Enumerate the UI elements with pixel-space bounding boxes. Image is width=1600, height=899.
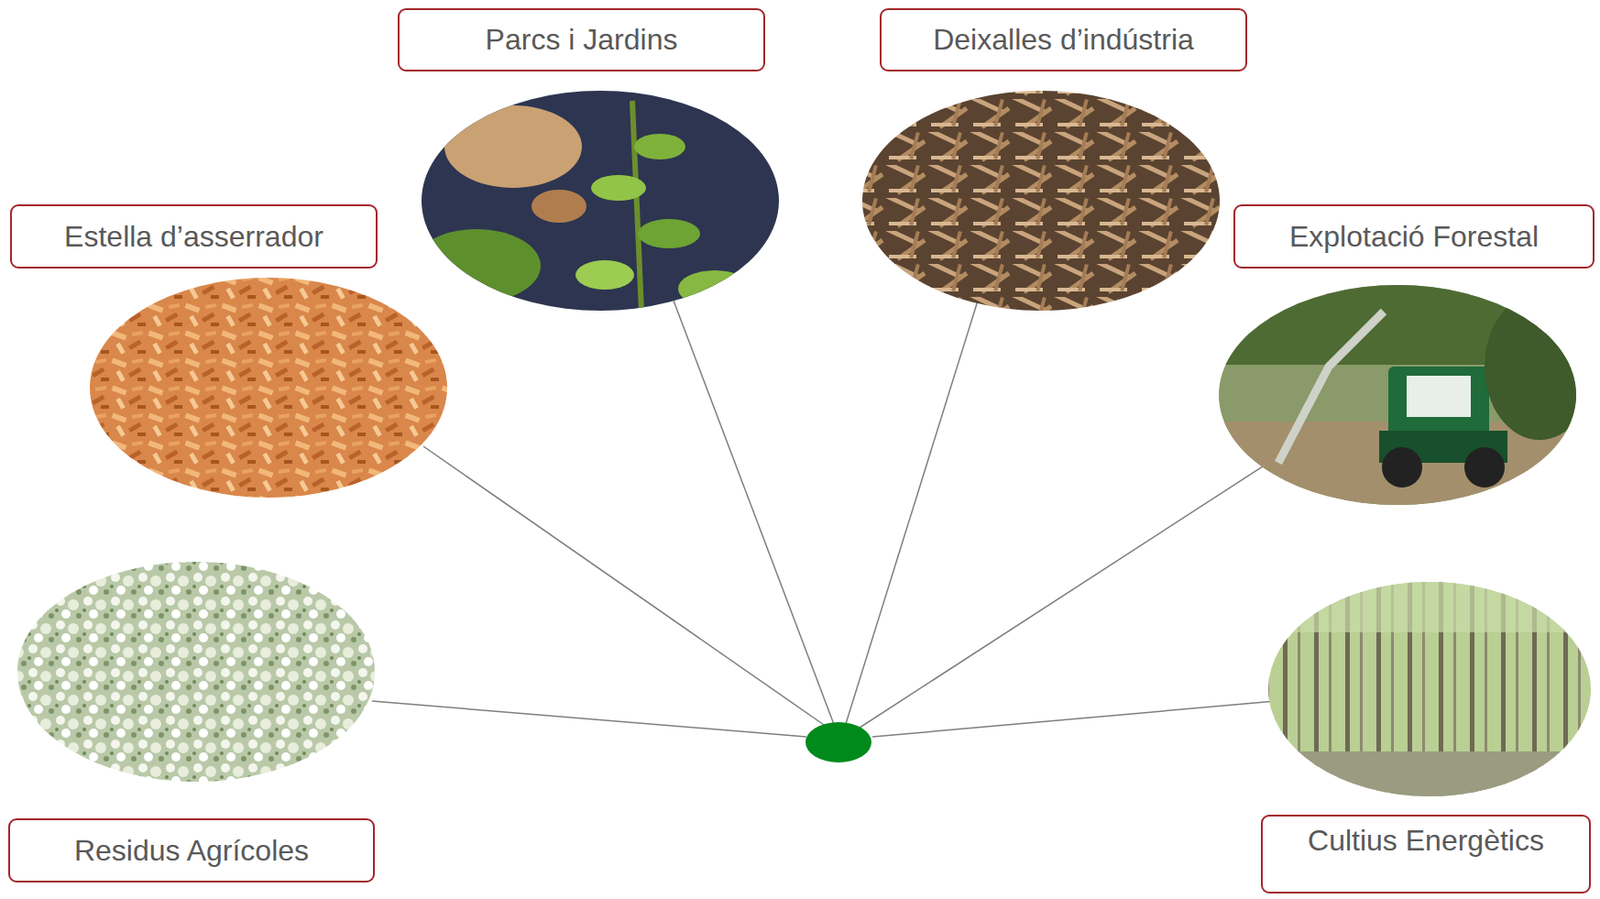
- label-text: Estella d’asserrador: [64, 219, 324, 254]
- label-text: Explotació Forestal: [1289, 219, 1539, 254]
- spoke-line: [673, 300, 835, 727]
- connector-lines: [372, 300, 1276, 737]
- label-text: Cultius Energètics: [1307, 823, 1545, 858]
- orchard-blossom-photo: [13, 558, 381, 789]
- poplar-plantation-photo: [1264, 577, 1600, 807]
- label-text: Parcs i Jardins: [485, 22, 679, 57]
- spoke-line: [844, 300, 978, 727]
- label-box: Explotació Forestal: [1233, 204, 1595, 269]
- pallet-waste-photo: [857, 87, 1225, 317]
- label-text: Residus Agrícoles: [74, 833, 309, 868]
- forest-harvester-photo: [1214, 282, 1595, 514]
- label-box: Residus Agrícoles: [8, 818, 375, 883]
- label-text: Deixalles d’indústria: [932, 22, 1195, 57]
- label-box: Estella d’asserrador: [10, 204, 378, 269]
- pruning-photo: [412, 87, 784, 317]
- label-box: Cultius Energètics: [1260, 814, 1591, 894]
- spoke-line: [423, 446, 827, 727]
- center-dot: [805, 722, 872, 763]
- spoke-line: [856, 464, 1266, 730]
- wood-chips-photo: [85, 274, 452, 505]
- label-box: Parcs i Jardins: [397, 8, 766, 72]
- label-box: Deixalles d’indústria: [879, 8, 1248, 72]
- spoke-line: [872, 701, 1276, 737]
- spoke-line: [372, 701, 807, 737]
